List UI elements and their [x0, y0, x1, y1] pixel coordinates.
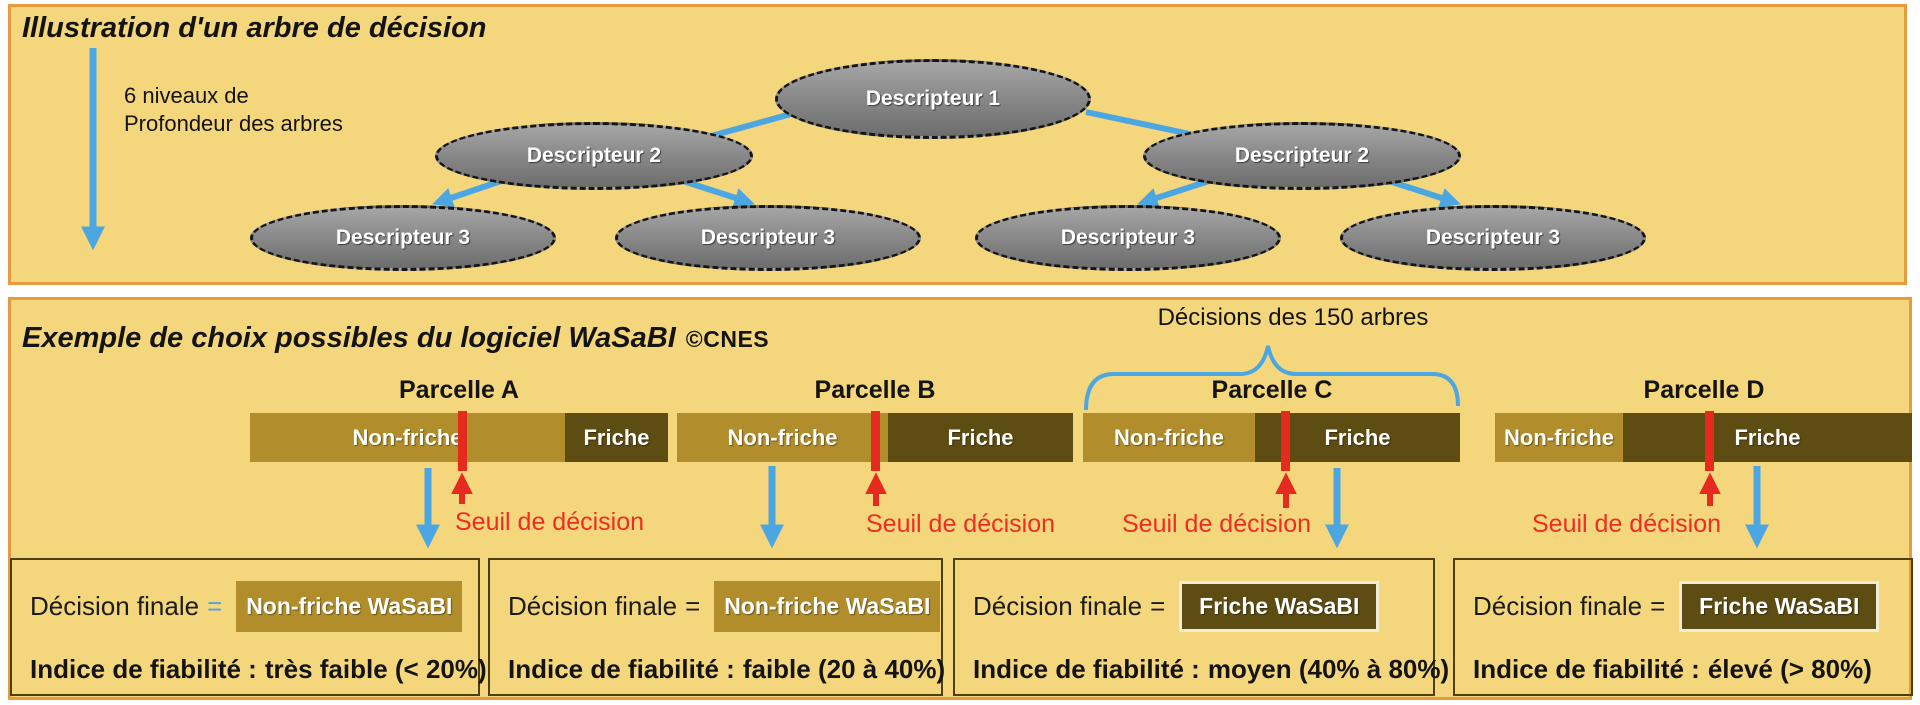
parcel-d-vote-bar: Non-friche Friche [1495, 413, 1912, 462]
non-friche-segment-label: Non-friche [1114, 424, 1224, 450]
reliability-prefix: Indice de fiabilité : [508, 654, 735, 684]
reliability-line: Indice de fiabilité :élevé (> 80%) [1473, 654, 1872, 685]
reliability-prefix: Indice de fiabilité : [30, 654, 257, 684]
decision-chip: Friche WaSaBI [1179, 580, 1380, 632]
friche-segment: Friche [565, 413, 668, 462]
tree-depth-note: 6 niveaux de Profondeur des arbres [124, 82, 343, 138]
reliability-prefix: Indice de fiabilité : [973, 654, 1200, 684]
tree-node-label: Descripteur 3 [1425, 226, 1561, 249]
threshold-caption-a: Seuil de décision [455, 508, 645, 536]
non-friche-segment-label: Non-friche [727, 424, 838, 450]
non-friche-segment: Non-friche [250, 413, 565, 462]
tree-node-label: Descripteur 2 [1234, 144, 1370, 167]
tree-node-descripteur-3-b: Descripteur 3 [615, 205, 921, 271]
threshold-caption-c: Seuil de décision [1122, 510, 1312, 538]
tree-node-label: Descripteur 2 [526, 144, 662, 167]
decision-prefix: Décision finale [973, 590, 1143, 621]
tree-node-descripteur-3-c: Descripteur 3 [975, 205, 1281, 271]
decision-chip: Non-friche WaSaBI [714, 580, 941, 632]
reliability-value: très faible (< 20%) [264, 654, 487, 684]
parcel-c-label: Parcelle C [1211, 376, 1333, 404]
decision-prefix: Décision finale [508, 590, 678, 621]
reliability-value: faible (20 à 40%) [742, 654, 946, 684]
parcel-a-vote-bar: Non-friche Friche [250, 413, 668, 462]
threshold-caption-b: Seuil de décision [866, 510, 1056, 538]
reliability-line: Indice de fiabilité :faible (20 à 40%) [508, 654, 945, 685]
parcel-c-vote-bar: Non-friche Friche [1083, 413, 1460, 462]
reliability-value: élevé (> 80%) [1707, 654, 1872, 684]
tree-node-descripteur-1: Descripteur 1 [775, 59, 1091, 139]
equals-sign: = [1150, 590, 1166, 621]
parcel-b-vote-bar: Non-friche Friche [677, 413, 1073, 462]
friche-segment-label: Friche [1734, 424, 1801, 450]
friche-segment-label: Friche [583, 424, 650, 450]
parcel-d-label: Parcelle D [1643, 376, 1765, 404]
tree-node-descripteur-3-a: Descripteur 3 [250, 205, 556, 271]
final-decision-line: Décision finale = Friche WaSaBI [973, 576, 1380, 636]
example-title-text: Exemple de choix possibles du logiciel W… [22, 322, 676, 354]
final-decision-line: Décision finale = Non-friche WaSaBI [30, 576, 463, 636]
tree-node-descripteur-2-left: Descripteur 2 [435, 122, 753, 190]
parcel-a-label: Parcelle A [399, 376, 519, 404]
final-decision-line: Décision finale = Non-friche WaSaBI [508, 576, 941, 636]
non-friche-segment: Non-friche [1495, 413, 1623, 462]
tree-node-descripteur-2-right: Descripteur 2 [1143, 122, 1461, 190]
example-panel-title: Exemple de choix possibles du logiciel W… [22, 322, 769, 355]
parcel-b-label: Parcelle B [814, 376, 936, 404]
tree-node-label: Descripteur 3 [1060, 226, 1196, 249]
friche-segment: Friche [888, 413, 1073, 462]
decision-prefix: Décision finale [30, 590, 200, 621]
decision-prefix: Décision finale [1473, 590, 1643, 621]
tree-node-label: Descripteur 1 [865, 87, 1001, 110]
example-panel [8, 297, 1912, 700]
decision-box-d: Décision finale = Friche WaSaBI Indice d… [1453, 558, 1913, 696]
equals-sign: = [685, 590, 701, 621]
decision-chip: Friche WaSaBI [1679, 580, 1880, 632]
threshold-line-b [871, 411, 880, 471]
depth-note-line1: 6 niveaux de [124, 83, 249, 108]
decision-box-a: Décision finale = Non-friche WaSaBI Indi… [10, 558, 487, 696]
friche-segment-label: Friche [947, 424, 1014, 450]
decisions-count-note: Décisions des 150 arbres [1157, 304, 1429, 331]
non-friche-segment-label: Non-friche [1504, 424, 1614, 450]
reliability-line: Indice de fiabilité :moyen (40% à 80%) [973, 654, 1449, 685]
threshold-line-a [458, 411, 467, 471]
threshold-line-c [1281, 411, 1290, 471]
tree-panel-title: Illustration d'un arbre de décision [22, 12, 487, 44]
tree-node-label: Descripteur 3 [700, 226, 836, 249]
non-friche-segment-label: Non-friche [352, 424, 463, 450]
tree-node-descripteur-3-d: Descripteur 3 [1340, 205, 1646, 271]
reliability-prefix: Indice de fiabilité : [1473, 654, 1700, 684]
non-friche-segment: Non-friche [1083, 413, 1255, 462]
depth-note-line2: Profondeur des arbres [124, 111, 343, 136]
final-decision-line: Décision finale = Friche WaSaBI [1473, 576, 1880, 636]
equals-sign: = [207, 590, 223, 621]
decision-chip: Non-friche WaSaBI [236, 580, 463, 632]
threshold-caption-d: Seuil de décision [1532, 510, 1722, 538]
tree-node-label: Descripteur 3 [335, 226, 471, 249]
non-friche-segment: Non-friche [677, 413, 888, 462]
friche-segment: Friche [1623, 413, 1912, 462]
threshold-line-d [1705, 411, 1714, 471]
reliability-value: moyen (40% à 80%) [1207, 654, 1450, 684]
decision-box-c: Décision finale = Friche WaSaBI Indice d… [953, 558, 1449, 696]
friche-segment-label: Friche [1324, 424, 1391, 450]
reliability-line: Indice de fiabilité :très faible (< 20%) [30, 654, 487, 685]
equals-sign: = [1650, 590, 1666, 621]
cnes-credit: ©CNES [685, 326, 770, 352]
decision-box-b: Décision finale = Non-friche WaSaBI Indi… [488, 558, 945, 696]
